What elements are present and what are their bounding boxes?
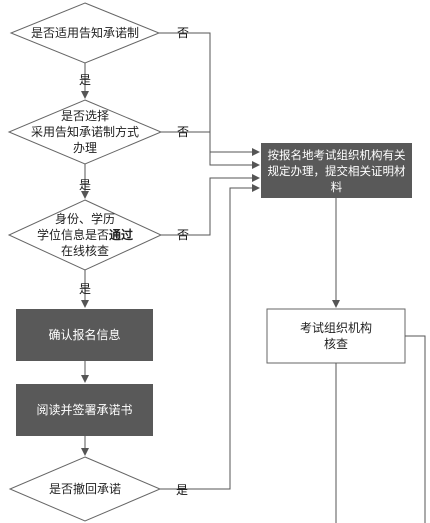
decision-withdraw-diamond	[8, 456, 162, 522]
connector-d2-no	[161, 131, 260, 169]
yes-label-2: 是	[79, 178, 92, 192]
decision-verify-text-post: 在线核查	[60, 244, 109, 258]
connector-d1-no	[159, 32, 260, 156]
sign-commitment-label: 阅读并签署承诺书	[36, 403, 133, 417]
review-box	[266, 308, 406, 364]
yes-label-withdraw: 是	[176, 483, 189, 497]
handle-by-rules-label: 按报名地考试组织机构有关规定办理，提交相关证明材料	[267, 148, 406, 194]
decision-withdraw-text: 是否撤回承诺	[48, 482, 121, 496]
no-label-1: 否	[177, 26, 190, 40]
decision-verify-text: 身份、学历 学位信息是否通过 在线核查	[14, 210, 156, 260]
decision-choose-text: 是否选择 采用告知承诺制方式 办理	[30, 109, 139, 155]
no-label-3: 否	[177, 228, 190, 242]
yes-label-1: 是	[79, 73, 92, 87]
decision-verify-text-bold: 通过	[109, 228, 134, 242]
connector-d4-yes	[160, 184, 260, 490]
review-label: 考试组织机构 核查	[299, 321, 372, 351]
confirm-info-box	[16, 309, 153, 361]
decision-applicable-text: 是否适用告知承诺制	[30, 26, 139, 40]
connector-d3-no	[161, 174, 260, 236]
confirm-info-label: 确认报名信息	[48, 328, 121, 342]
handle-by-rules-box	[261, 143, 412, 198]
connector-review-right	[405, 335, 426, 523]
yes-label-3: 是	[79, 282, 92, 296]
no-label-2: 否	[177, 125, 190, 139]
decision-verify-text-pre: 身份、学历 学位信息是否	[36, 212, 115, 242]
sign-commitment-box	[16, 384, 153, 436]
